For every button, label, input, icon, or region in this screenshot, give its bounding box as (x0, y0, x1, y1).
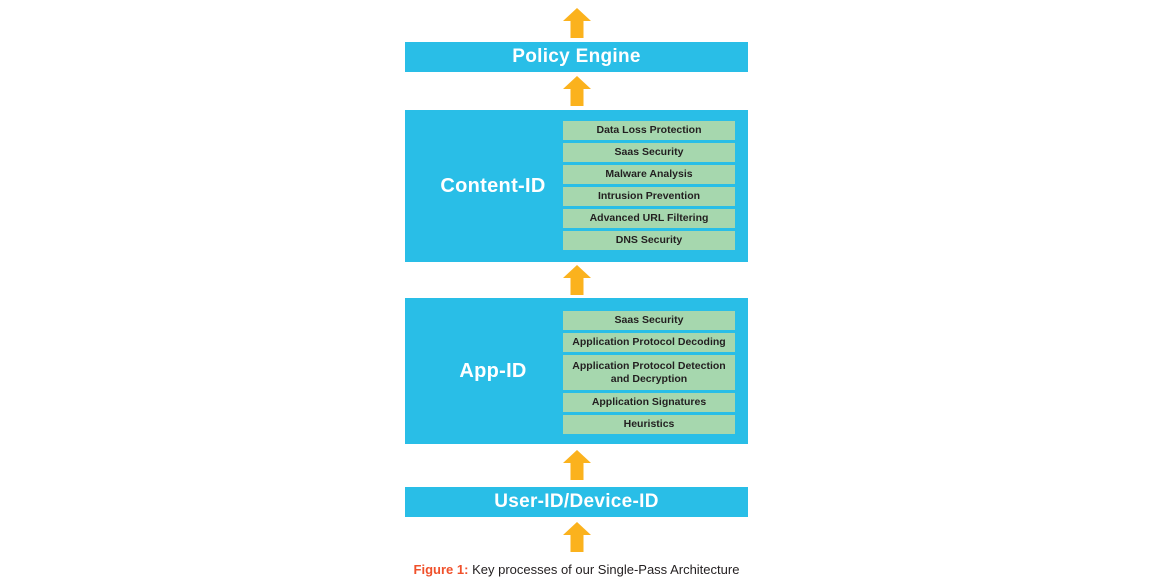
content-id-label: Content-ID (440, 174, 546, 197)
up-arrow-icon (562, 522, 591, 552)
app-id-box: App-ID Saas Security Application Protoco… (405, 298, 748, 444)
process-item: Malware Analysis (563, 165, 735, 184)
figure-caption-text: Key processes of our Single-Pass Archite… (472, 562, 740, 577)
figure-caption-prefix: Figure 1: (413, 562, 469, 577)
process-item: Saas Security (563, 311, 735, 330)
process-item: Data Loss Protection (563, 121, 735, 140)
app-id-label: App-ID (459, 359, 527, 382)
process-item: DNS Security (563, 231, 735, 250)
app-id-process-list: Saas Security Application Protocol Decod… (563, 311, 735, 434)
up-arrow-icon (562, 265, 591, 295)
process-item: Application Protocol Decoding (563, 333, 735, 352)
user-id-device-id-bar: User-ID/Device-ID (405, 487, 748, 517)
content-id-process-list: Data Loss Protection Saas Security Malwa… (563, 121, 735, 250)
up-arrow-icon (562, 76, 591, 106)
content-id-box: Content-ID Data Loss Protection Saas Sec… (405, 110, 748, 262)
policy-engine-label: Policy Engine (512, 46, 641, 67)
up-arrow-icon (562, 8, 591, 38)
process-item: Heuristics (563, 415, 735, 434)
diagram-column: Policy Engine Content-ID Data Loss Prote… (405, 0, 748, 588)
user-id-device-id-label: User-ID/Device-ID (494, 491, 659, 512)
process-item: Intrusion Prevention (563, 187, 735, 206)
up-arrow-icon (562, 450, 591, 480)
policy-engine-bar: Policy Engine (405, 42, 748, 72)
process-item: Application Signatures (563, 393, 735, 412)
process-item: Advanced URL Filtering (563, 209, 735, 228)
figure-caption: Figure 1: Key processes of our Single-Pa… (405, 561, 748, 579)
process-item: Saas Security (563, 143, 735, 162)
process-item: Application Protocol Detection and Decry… (563, 355, 735, 390)
